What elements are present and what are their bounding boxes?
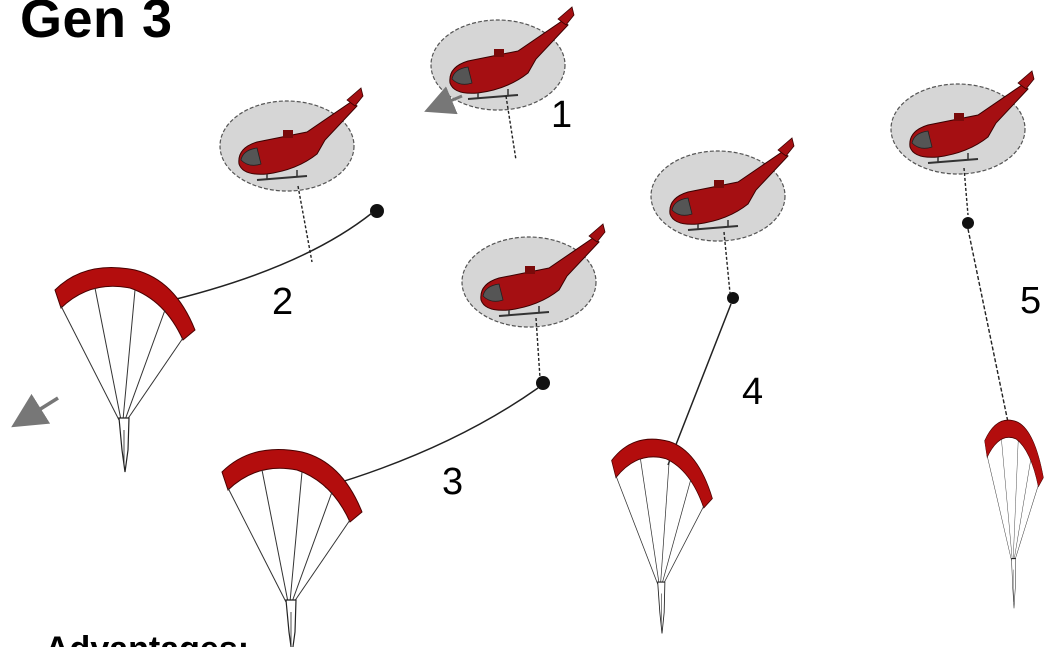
helicopter-1-icon	[431, 7, 574, 160]
helicopter-5-icon	[891, 71, 1034, 432]
helicopter-4-icon	[651, 138, 794, 465]
parachute-canopy-5-icon	[985, 420, 1044, 608]
helicopter-3-icon	[325, 224, 605, 487]
advantages-heading: Advantages:	[45, 632, 249, 647]
step-label-3: 3	[442, 463, 463, 501]
step-label-1: 1	[551, 96, 572, 134]
step-label-4: 4	[742, 373, 763, 411]
page-title: Gen 3	[20, 0, 173, 46]
step-label-2: 2	[272, 283, 293, 321]
parachute-canopy-3-icon	[222, 450, 362, 647]
parachute-canopy-2-icon	[26, 268, 195, 473]
helicopter-2-icon	[160, 88, 384, 303]
step-label-5: 5	[1020, 282, 1041, 320]
parachute-canopy-4-icon	[612, 439, 713, 633]
direction-arrow-icon	[26, 398, 58, 418]
